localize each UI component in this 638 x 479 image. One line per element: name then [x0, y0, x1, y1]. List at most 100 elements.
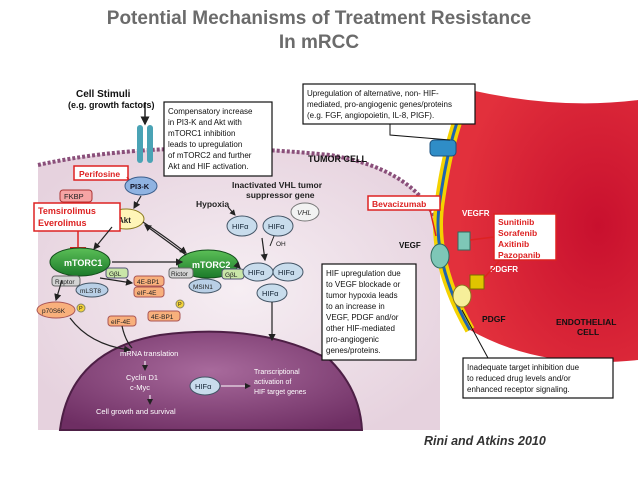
transcriptional-label: Transcriptional [254, 369, 300, 376]
cell-stimuli-label: Cell Stimuli [76, 89, 131, 100]
svg-text:to VEGF blockade or: to VEGF blockade or [326, 280, 401, 289]
fgf-receptor [429, 139, 457, 157]
hif-alpha-pair-top: HIFα HIFα OH [226, 215, 294, 248]
vhl-protein: VHL [290, 202, 320, 222]
pdgfr-receptor [469, 274, 485, 290]
svg-text:OH: OH [276, 241, 286, 248]
svg-text:FKBP: FKBP [64, 192, 84, 201]
svg-text:Akt and HIF activation.: Akt and HIF activation. [168, 162, 248, 171]
svg-text:VEGF, PDGF and/or: VEGF, PDGF and/or [326, 313, 399, 322]
svg-text:P: P [79, 306, 83, 312]
pdgf-label: PDGF [482, 314, 506, 324]
bevacizumab-drug: Bevacizumab [367, 195, 441, 211]
endothelial-cell-label-2: CELL [577, 327, 599, 337]
svg-text:GβL: GβL [225, 272, 238, 279]
svg-text:other HIF-mediated: other HIF-mediated [326, 324, 395, 333]
svg-text:pro-angiogenic: pro-angiogenic [326, 335, 379, 344]
activation-of-label: activation of [254, 379, 291, 386]
svg-text:Axitinib: Axitinib [498, 239, 529, 249]
svg-text:Upregulation of alternative, n: Upregulation of alternative, non- HIF- [307, 89, 439, 98]
title-line-2: In mRCC [278, 32, 360, 53]
p70s6k-node: p70S6K P [36, 301, 86, 319]
c-myc-label: c-Myc [130, 383, 150, 392]
svg-text:leads to upregulation: leads to upregulation [168, 140, 242, 149]
growth-factor-receptor [137, 125, 153, 163]
hif-upregulation-callout: HIF upregulation due to VEGF blockade or… [321, 263, 417, 361]
svg-text:Sunitinib: Sunitinib [498, 217, 534, 227]
svg-text:Temsirolimus: Temsirolimus [38, 206, 96, 216]
endothelial-cell-label: ENDOTHELIAL [556, 317, 616, 327]
svg-text:genes/proteins.: genes/proteins. [326, 346, 381, 355]
svg-text:Raptor: Raptor [55, 279, 75, 286]
vegf-label: VEGF [399, 241, 421, 250]
pi3k-node: PI3-K [124, 176, 158, 196]
mtorc1-complex: mTORC1 Raptor GβL mLST8 [49, 247, 129, 298]
svg-text:Perifosine: Perifosine [79, 169, 120, 179]
svg-text:enhanced receptor signaling.: enhanced receptor signaling. [467, 385, 570, 394]
inadequate-inhibition-callout: Inadequate target inhibition due to redu… [462, 357, 614, 399]
svg-text:mTORC1 inhibition: mTORC1 inhibition [168, 129, 235, 138]
pdgf-ligand [452, 284, 472, 308]
4ebp1-eif4e-complex-b: 4E-BP1 P eIF-4E [107, 299, 185, 327]
svg-text:Inadequate target inhibition d: Inadequate target inhibition due [467, 363, 580, 372]
svg-text:mTORC2: mTORC2 [192, 260, 230, 270]
svg-text:to an increase in: to an increase in [326, 302, 385, 311]
svg-text:(e.g. FGF, angiopoietin, IL-8,: (e.g. FGF, angiopoietin, IL-8, PIGF). [307, 111, 434, 120]
citation: Rini and Atkins 2010 [424, 434, 546, 448]
upregulation-callout: Upregulation of alternative, non- HIF- m… [302, 83, 476, 125]
svg-text:to reduced drug levels and/or: to reduced drug levels and/or [467, 374, 571, 383]
svg-text:HIFα: HIFα [278, 268, 295, 277]
compensatory-callout: Compensatory increase in PI3-K and Akt w… [163, 101, 273, 177]
vegf-ligand [430, 243, 450, 269]
svg-text:HIFα: HIFα [232, 222, 249, 231]
svg-text:eIF-4E: eIF-4E [137, 290, 157, 297]
tki-drugs: Sunitinib Sorafenib Axitinib Pazopanib [493, 213, 557, 261]
vegfr-receptor [457, 231, 471, 251]
suppressor-gene-label: suppressor gene [246, 190, 315, 200]
mtorc2-complex: mTORC2 Rictor GβL MSIN1 [168, 249, 245, 294]
svg-text:HIFα: HIFα [262, 289, 279, 298]
svg-text:4E-BP1: 4E-BP1 [151, 314, 174, 321]
tumor-cell-label: TUMOR CELL [308, 154, 367, 164]
svg-text:Bevacizumab: Bevacizumab [372, 199, 426, 209]
svg-text:P: P [178, 302, 182, 308]
cyclin-d1-label: Cyclin D1 [126, 373, 158, 382]
cell-growth-label: Cell growth and survival [96, 407, 176, 416]
svg-text:in PI3-K and Akt with: in PI3-K and Akt with [168, 118, 242, 127]
svg-text:Compensatory increase: Compensatory increase [168, 107, 253, 116]
tumor-cell-membrane [37, 146, 442, 231]
temsirolimus-everolimus-drugs: Temsirolimus Everolimus [33, 202, 121, 232]
cell-stimuli-sublabel: (e.g. growth factors) [68, 100, 155, 110]
svg-text:4E-BP1: 4E-BP1 [137, 279, 160, 286]
svg-text:HIFα: HIFα [248, 268, 265, 277]
svg-text:mediated, pro-angiogenic genes: mediated, pro-angiogenic genes/proteins [307, 100, 452, 109]
svg-text:HIFα: HIFα [268, 222, 285, 231]
svg-text:tumor hypoxia leads: tumor hypoxia leads [326, 291, 398, 300]
svg-text:of mTORC2 and further: of mTORC2 and further [168, 151, 252, 160]
svg-text:GβL: GβL [109, 271, 122, 278]
svg-text:PI3-K: PI3-K [130, 182, 150, 191]
svg-text:VHL: VHL [297, 208, 312, 217]
4ebp1-eif4e-complex-a: 4E-BP1 eIF-4E [133, 275, 165, 298]
svg-text:Everolimus: Everolimus [38, 218, 87, 228]
hypoxia-label: Hypoxia [196, 199, 229, 209]
svg-text:MSIN1: MSIN1 [193, 284, 213, 291]
hif-target-genes-label: HIF target genes [254, 389, 307, 396]
perifosine-drug: Perifosine [73, 165, 129, 181]
svg-text:HIFα: HIFα [195, 382, 212, 391]
hif-alpha-nuclear: HIFα [189, 376, 221, 396]
title-line-1: Potential Mechanisms of Treatment Resist… [106, 8, 532, 29]
svg-text:eIF-4E: eIF-4E [111, 319, 131, 326]
svg-text:mLST8: mLST8 [80, 288, 101, 295]
vegfr-label: VEGFR [462, 209, 490, 218]
svg-text:p70S6K: p70S6K [42, 308, 66, 315]
svg-text:HIF upregulation due: HIF upregulation due [326, 269, 401, 278]
inactivated-vhl-label: Inactivated VHL tumor [232, 180, 323, 190]
svg-text:mTORC1: mTORC1 [64, 258, 102, 268]
mrna-translation-label: mRNA translation [120, 349, 178, 358]
svg-text:Akt: Akt [118, 216, 131, 225]
svg-text:Pazopanib: Pazopanib [498, 250, 541, 260]
pdgfr-label: PDGFR [490, 265, 518, 274]
svg-text:Rictor: Rictor [171, 271, 189, 278]
